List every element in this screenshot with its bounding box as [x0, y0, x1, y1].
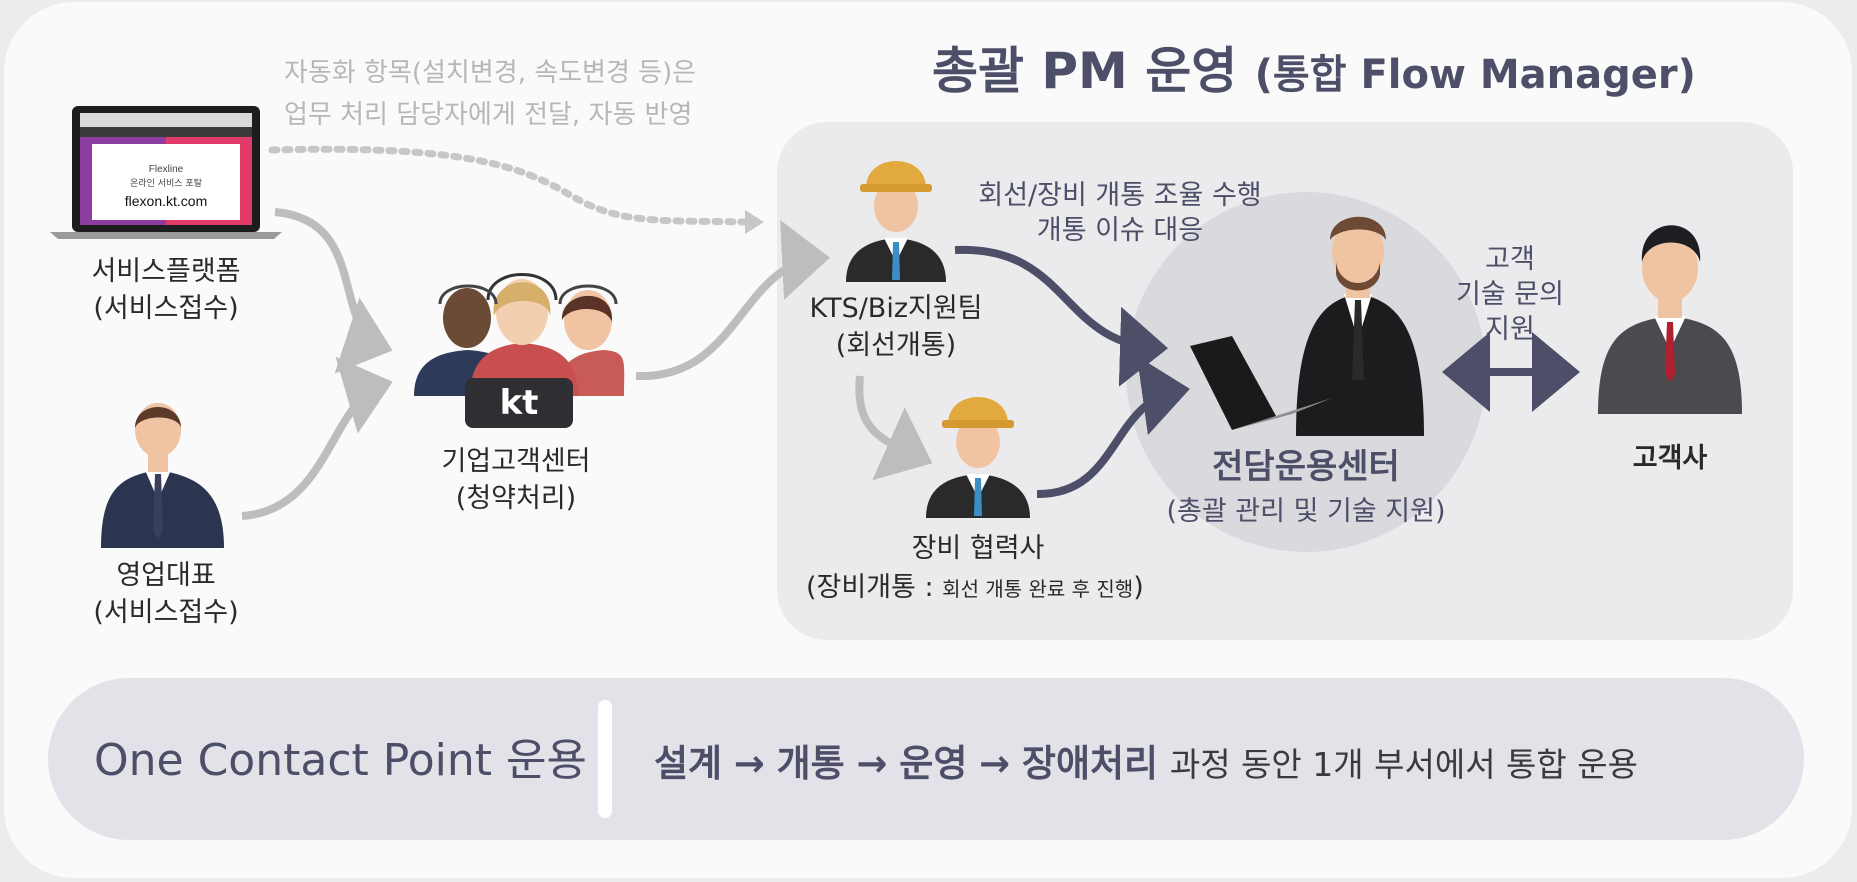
call-center-name: 기업고객센터 — [441, 446, 591, 477]
equipment-partner-sub-detail: 회선 개통 완료 후 진행 — [942, 577, 1134, 601]
laptop-subtitle: 온라인 서비스 포탈 — [130, 178, 202, 189]
kts-team-name: KTS/Biz지원팀 — [809, 293, 983, 324]
equipment-partner-sub-prefix: (장비개통 : — [806, 572, 934, 603]
support-line2: 기술 문의 — [1456, 279, 1564, 310]
footer-divider — [598, 700, 612, 818]
laptop-brand: Flexline — [149, 164, 184, 175]
step-fault: 장애처리 — [1021, 742, 1159, 785]
coordination-line2: 개통 이슈 대응 — [1036, 215, 1204, 246]
ops-center-name: 전담운용센터 — [1212, 447, 1400, 487]
automation-note-line2: 업무 처리 담당자에게 전달, 자동 반영 — [284, 100, 693, 130]
support-line1: 고객 — [1485, 244, 1535, 275]
ops-center-sub: (총괄 관리 및 기술 지원) — [1166, 496, 1446, 527]
call-center-icon — [414, 273, 625, 428]
footer-rest: 과정 동안 1개 부서에서 통합 운용 — [1169, 745, 1638, 784]
arrow-sales-to-center — [241, 356, 393, 520]
kt-logo: kt — [500, 383, 539, 423]
service-platform-name: 서비스플랫폼 — [91, 256, 241, 287]
coordination-annotation: 회선/장비 개통 조율 수행 개통 이슈 대응 — [960, 178, 1280, 248]
equipment-partner-name: 장비 협력사 — [911, 533, 1045, 564]
arrow-automation-dotted — [268, 145, 752, 226]
page-title: 총괄 PM 운영 (통합 Flow Manager) — [932, 36, 1696, 110]
step-operate: 운영 — [899, 742, 968, 785]
equipment-partner-sub: (장비개통 : 회선 개통 완료 후 진행) — [806, 569, 1144, 608]
laptop-icon — [50, 106, 282, 239]
kts-worker-icon — [846, 161, 946, 282]
laptop-url: flexon.kt.com — [125, 193, 207, 209]
sales-rep-icon — [101, 403, 224, 548]
kts-team-sub: (회선개통) — [835, 330, 957, 361]
arrow-kts-to-ops — [954, 245, 1168, 387]
support-annotation: 고객 기술 문의 지원 — [1440, 242, 1580, 347]
arrow-automation-head — [745, 210, 764, 234]
sales-rep-sub: (서비스접수) — [93, 597, 239, 628]
partner-worker-icon — [926, 397, 1030, 518]
footer-left-text: One Contact Point 운용 — [94, 735, 587, 786]
service-platform-sub: (서비스접수) — [93, 293, 239, 324]
step-arrow-1: → — [733, 742, 765, 785]
call-center-sub: (청약처리) — [455, 483, 577, 514]
automation-note-line1: 자동화 항목(설치변경, 속도변경 등)은 — [284, 58, 697, 88]
coordination-line1: 회선/장비 개통 조율 수행 — [978, 180, 1262, 211]
arrow-platform-to-center — [274, 208, 393, 374]
service-platform-label: 서비스플랫폼 (서비스접수) — [56, 253, 276, 327]
call-center-label: 기업고객센터 (청약처리) — [406, 443, 626, 517]
arrow-kts-to-partner — [855, 375, 933, 481]
kts-team-label: KTS/Biz지원팀 (회선개통) — [786, 290, 1006, 364]
step-open: 개통 — [776, 742, 845, 785]
customer-icon — [1598, 225, 1742, 414]
equipment-partner-sub-close: ) — [1133, 572, 1144, 603]
page-title-sub: (통합 Flow Manager) — [1254, 52, 1696, 98]
step-design: 설계 — [654, 742, 723, 785]
support-line3: 지원 — [1485, 314, 1535, 345]
step-arrow-2: → — [856, 742, 888, 785]
arrow-center-to-kts — [635, 220, 830, 381]
sales-rep-name: 영업대표 — [116, 560, 216, 591]
ops-manager-icon — [1190, 216, 1424, 436]
step-arrow-3: → — [979, 742, 1011, 785]
arrow-partner-to-ops — [1036, 355, 1190, 499]
footer-bar — [48, 678, 1804, 840]
page-title-main: 총괄 PM 운영 — [932, 42, 1238, 100]
sales-rep-label: 영업대표 (서비스접수) — [56, 557, 276, 631]
customer-label: 고객사 — [1632, 443, 1708, 474]
footer-process: 설계 → 개통 → 운영 → 장애처리 과정 동안 1개 부서에서 통합 운용 — [654, 738, 1638, 791]
